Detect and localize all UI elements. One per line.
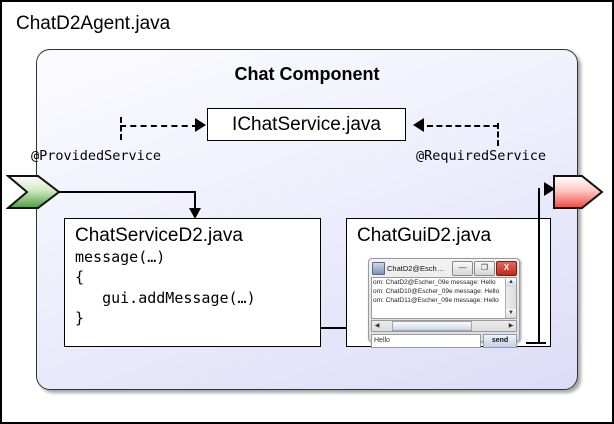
maximize-button[interactable]: ❐ <box>474 261 495 276</box>
chat-window-title: ChatD2@Esch… <box>387 264 445 273</box>
required-dashed-connector <box>427 125 499 127</box>
chat-gui-class-title: ChatGuiD2.java <box>357 225 492 246</box>
chat-service-class-title: ChatServiceD2.java <box>75 225 243 246</box>
chat-input-row: Hello send <box>371 334 517 348</box>
provided-dashed-connector <box>120 125 198 127</box>
required-connector-arrowhead-icon <box>544 182 555 196</box>
send-button[interactable]: send <box>483 334 517 348</box>
scroll-up-icon[interactable]: ▲ <box>506 278 516 287</box>
required-service-annotation: @RequiredService <box>416 148 547 164</box>
horizontal-scroll-thumb[interactable] <box>392 321 472 331</box>
chat-message-input[interactable]: Hello <box>371 334 481 348</box>
horizontal-scrollbar[interactable]: ◀ ▶ <box>371 320 517 332</box>
scroll-down-icon[interactable]: ▼ <box>506 309 516 318</box>
required-port-connector <box>526 342 546 344</box>
provided-port-connector <box>58 191 196 193</box>
minimize-button[interactable]: — <box>452 261 473 276</box>
required-dashed-stub <box>497 123 499 146</box>
close-button[interactable]: X <box>496 261 517 276</box>
scroll-left-icon[interactable]: ◀ <box>374 323 380 329</box>
chat-window-titlebar[interactable]: ChatD2@Esch… — ❐ X <box>371 261 517 276</box>
interface-box-label: IChatService.java <box>232 113 381 135</box>
chat-message-line: om: ChatD10@Escher_09e message: Hello <box>373 288 500 295</box>
component-title: Chat Component <box>234 64 380 84</box>
embedded-chat-window[interactable]: ChatD2@Esch… — ❐ X om: ChatD2@Escher_09e… <box>368 258 520 348</box>
provided-dashed-stub <box>120 117 122 140</box>
provided-connector-arrowhead-icon <box>189 208 201 219</box>
chat-message-list[interactable]: om: ChatD2@Escher_09e message: Hello om:… <box>371 277 517 319</box>
required-service-port-icon[interactable] <box>552 174 604 210</box>
page-title: ChatD2Agent.java <box>16 13 171 34</box>
interface-box[interactable]: IChatService.java <box>207 108 406 141</box>
code-line-4: } <box>75 308 85 327</box>
required-port-connector-vertical <box>538 188 540 344</box>
required-arrowhead-icon <box>413 118 424 132</box>
provided-port-connector-vertical <box>194 191 196 215</box>
scroll-right-icon[interactable]: ▶ <box>508 323 514 329</box>
provided-arrowhead-icon <box>195 118 206 132</box>
code-line-3: gui.addMessage(…) <box>75 288 256 307</box>
provided-service-annotation: @ProvidedService <box>31 148 162 164</box>
chat-app-icon <box>372 262 385 275</box>
chat-service-class-box[interactable]: ChatServiceD2.java message(…) { gui.addM… <box>64 218 321 347</box>
code-line-1: message(…) <box>75 248 166 266</box>
chat-message-line: om: ChatD2@Escher_09e message: Hello <box>373 279 496 286</box>
gui-call-connector <box>321 327 365 329</box>
vertical-scrollbar[interactable]: ▲ ▼ <box>505 278 516 318</box>
chat-message-line: om: ChatD11@Escher_09e message: Hello <box>373 297 499 304</box>
provided-service-port-icon[interactable] <box>5 174 62 210</box>
code-line-2: { <box>75 268 85 287</box>
